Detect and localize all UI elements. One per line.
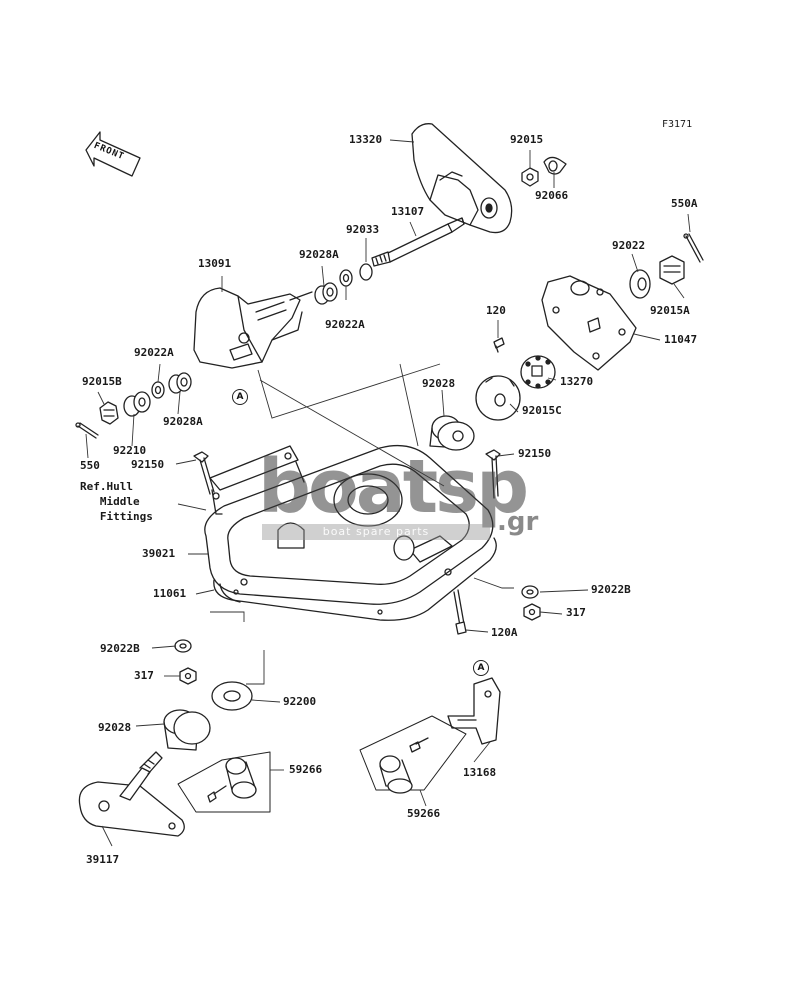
part-label-120: 120: [486, 304, 506, 317]
part-550A-shape: [683, 233, 704, 263]
part-label-92150-left: 92150: [131, 458, 165, 471]
part-92028-bottom-shape: [163, 709, 211, 751]
part-label-92022: 92022: [612, 239, 646, 252]
part-11047-shape: [541, 275, 637, 371]
part-59266-bottom-shape: [359, 715, 467, 794]
part-label-92028-mid: 92028: [422, 377, 456, 390]
part-13107-shape: [371, 217, 465, 267]
part-13168-shape: [447, 677, 501, 745]
part-label-317-left: 317: [134, 669, 154, 682]
figure-code: F3171: [662, 119, 693, 130]
part-label-92022B-right: 92022B: [591, 583, 631, 596]
part-92015-shape: [521, 167, 539, 187]
part-label-92210: 92210: [113, 444, 147, 457]
part-13320-shape: [411, 123, 513, 234]
part-11061-shape: [213, 537, 497, 621]
part-label-92200: 92200: [283, 695, 317, 708]
part-label-92150-right: 92150: [518, 447, 552, 460]
part-39117-shape: [78, 751, 185, 837]
part-label-13107: 13107: [391, 205, 425, 218]
part-92210-shape: [123, 391, 151, 417]
part-92028A-left-shape: [168, 372, 192, 394]
part-92022-shape: [629, 269, 651, 299]
part-120-shape: [493, 337, 505, 353]
part-92028A-top-shape: [314, 282, 338, 305]
part-120A-shape: [453, 589, 467, 635]
part-label-92033: 92033: [346, 223, 380, 236]
part-92015A-shape: [659, 255, 685, 285]
part-label-11061: 11061: [153, 587, 187, 600]
part-92150-right-shape: [485, 449, 501, 499]
part-label-13270: 13270: [560, 375, 594, 388]
part-92022B-right-shape: [521, 585, 539, 599]
part-label-39117: 39117: [86, 853, 120, 866]
part-label-92022B-left: 92022B: [100, 642, 140, 655]
part-label-92015C: 92015C: [522, 404, 562, 417]
part-92022A-top-shape: [339, 269, 353, 287]
part-550-shape: [75, 422, 99, 439]
watermark-tagline: boat spare parts: [262, 524, 490, 540]
part-92066-shape: [543, 156, 567, 175]
part-label-92015B: 92015B: [82, 375, 122, 388]
part-13091-shape: [193, 287, 313, 369]
part-13270-shape: [520, 355, 556, 389]
part-92022B-left-shape: [174, 639, 192, 653]
reference-note: Ref.Hull Middle Fittings: [80, 480, 153, 523]
callout-a-upper: A: [232, 389, 248, 405]
part-92200-shape: [211, 681, 253, 711]
callout-a-lower: A: [473, 660, 489, 676]
part-92022A-left-shape: [151, 381, 165, 399]
part-317-left-shape: [179, 667, 197, 685]
part-label-550: 550: [80, 459, 100, 472]
part-92028-mid-shape: [429, 415, 475, 451]
part-label-92015: 92015: [510, 133, 544, 146]
part-label-92022A-top: 92022A: [325, 318, 365, 331]
part-label-13091: 13091: [198, 257, 232, 270]
part-label-317-right: 317: [566, 606, 586, 619]
part-label-92066: 92066: [535, 189, 569, 202]
part-label-13168: 13168: [463, 766, 497, 779]
part-label-39021: 39021: [142, 547, 176, 560]
part-92033-shape: [359, 263, 373, 281]
watermark-brand: boatsp: [258, 444, 529, 530]
leader-lines: [85, 139, 691, 847]
part-label-13320: 13320: [349, 133, 383, 146]
part-92015C-shape: [475, 375, 521, 421]
front-arrow-icon: [85, 131, 141, 177]
part-59266-left-shape: [177, 751, 271, 813]
part-label-59266-left: 59266: [289, 763, 323, 776]
part-317-right-shape: [523, 603, 541, 621]
part-92150-left-shape: [193, 451, 215, 495]
watermark-suffix: .gr: [497, 507, 539, 537]
part-label-92015A: 92015A: [650, 304, 690, 317]
part-label-92022A-left: 92022A: [134, 346, 174, 359]
part-label-92028A-top: 92028A: [299, 248, 339, 261]
part-92015B-shape: [99, 401, 119, 425]
part-label-11047: 11047: [664, 333, 698, 346]
part-label-59266-bottom: 59266: [407, 807, 441, 820]
part-label-120A: 120A: [491, 626, 518, 639]
part-label-92028A-left: 92028A: [163, 415, 203, 428]
part-label-92028-bottom: 92028: [98, 721, 132, 734]
part-label-550A: 550A: [671, 197, 698, 210]
